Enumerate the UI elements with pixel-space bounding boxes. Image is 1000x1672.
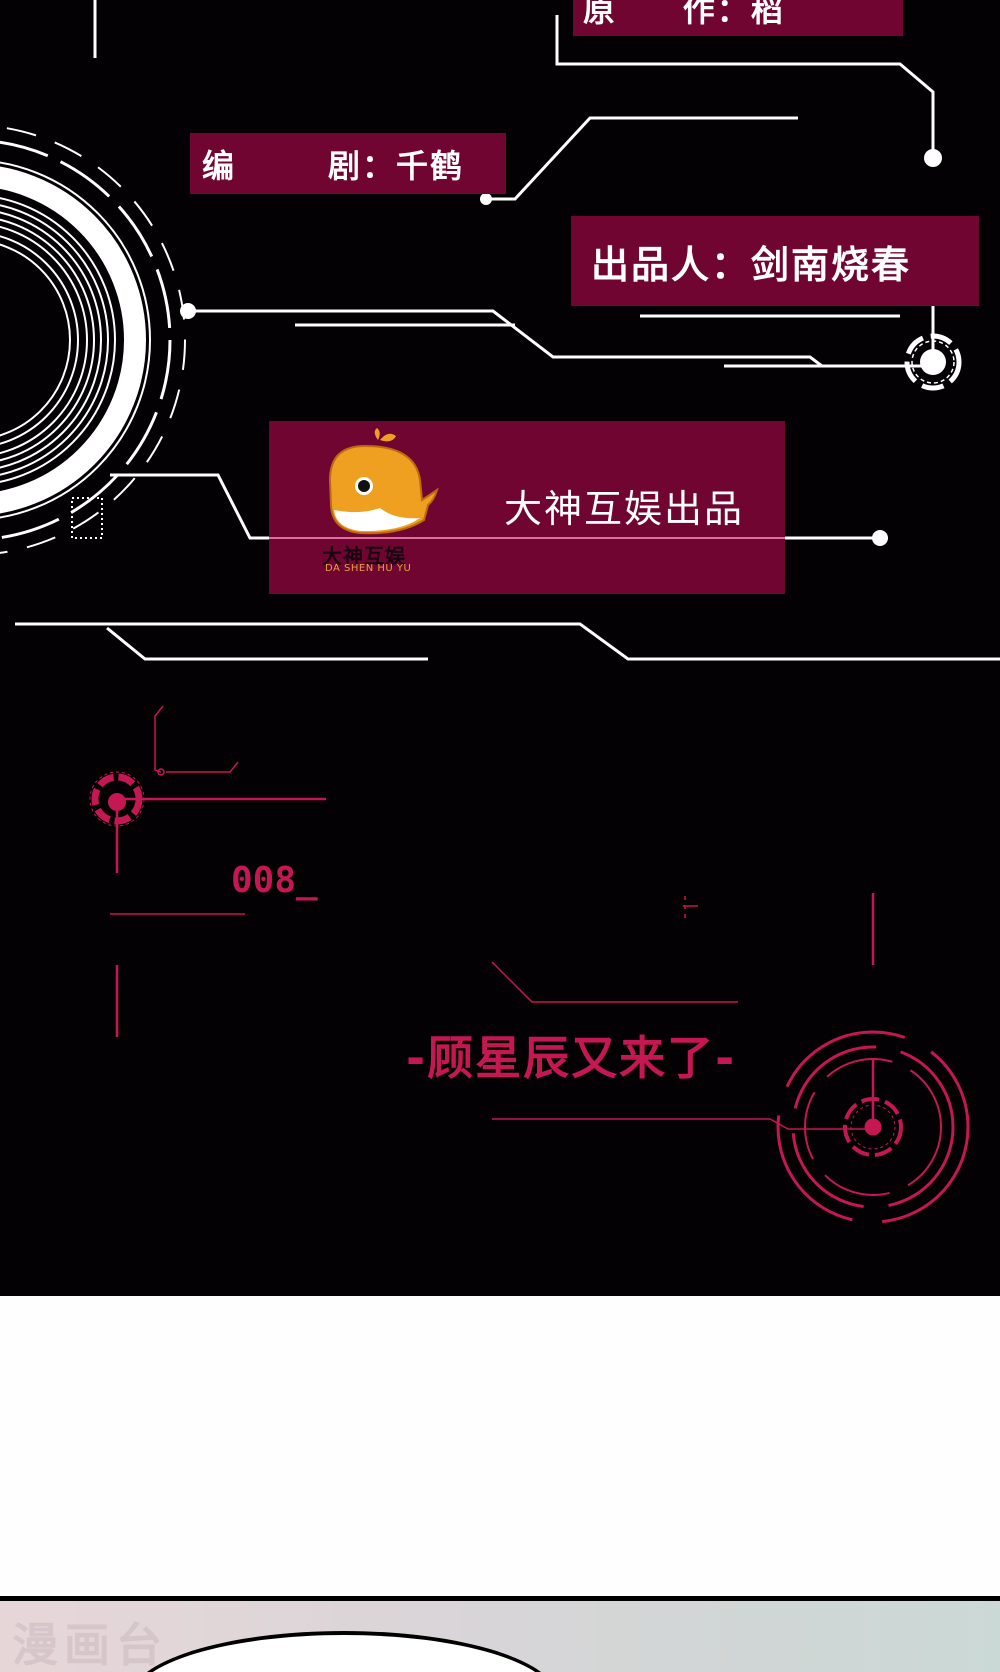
credit-producer: 出品人： 剑南烧春: [571, 216, 979, 306]
credit-label: 原 作：: [583, 0, 751, 29]
chapter-title: -顾星辰又来了-: [406, 1031, 737, 1085]
credit-label: 编 剧：: [202, 146, 396, 185]
next-panel: 漫画台: [0, 1596, 1000, 1672]
logo-english-text: DA SHEN HU YU: [325, 563, 412, 574]
chapter-number: 008_: [231, 860, 318, 901]
target-reticle-red-large: [776, 1030, 970, 1224]
credit-label: 出品人：: [591, 242, 752, 287]
watermark-text: 漫画台: [12, 1618, 168, 1672]
credit-value: 千鹤: [396, 146, 465, 185]
credits-panel: 原 作： 稻 编 剧： 千鹤 出品人： 剑南烧春 大神互娱出品 大神互娱 DA …: [0, 0, 1000, 1296]
logo-chinese-text: 大神互娱: [322, 544, 406, 568]
hud-lines-red: [89, 705, 970, 1224]
brand-presents-text: 大神互娱出品: [504, 487, 745, 531]
panel-gutter: [0, 1296, 1000, 1593]
speech-bubble: [130, 1631, 558, 1672]
credit-value: 剑南烧春: [751, 242, 912, 287]
target-reticle-red-small: [89, 771, 145, 827]
target-reticle-white: [904, 333, 962, 391]
hud-lines-white: [0, 0, 1000, 661]
credit-original-author: 原 作： 稻: [573, 0, 903, 36]
whale-logo: [269, 428, 785, 539]
orange-whale-icon: [328, 428, 439, 535]
credit-screenwriter: 编 剧： 千鹤: [190, 133, 506, 194]
circuit-ring-icon: [0, 126, 186, 554]
credit-value: 稻: [750, 0, 785, 29]
